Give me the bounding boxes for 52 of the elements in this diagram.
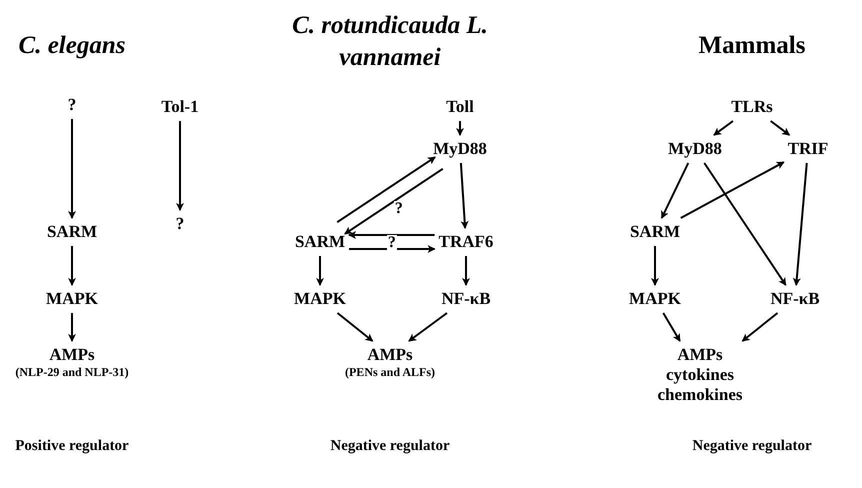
arrow (176, 121, 184, 211)
node-label: MAPK (46, 289, 98, 309)
node-label: MyD88 (668, 139, 722, 159)
arrow (336, 156, 436, 223)
node-label: ? (176, 214, 184, 234)
node-label: AMPs cytokines chemokines (656, 345, 744, 405)
arrow (680, 161, 785, 219)
arrow (316, 256, 324, 286)
arrow (792, 162, 808, 286)
arrow (651, 246, 659, 286)
node-subtitle: (NLP-29 and NLP-31) (15, 365, 129, 379)
panel-footer: Negative regulator (692, 435, 812, 458)
node-subtitle: (PENs and ALFs) (344, 365, 436, 379)
arrow (344, 168, 444, 235)
arrow (336, 312, 374, 342)
panel-title: C. rotundicauda L. vannamei (291, 11, 489, 73)
node-label: MyD88 (433, 139, 487, 159)
arrow (742, 312, 778, 342)
arrow (462, 256, 470, 286)
node-label: TLRs (731, 97, 773, 117)
node-label: ? (68, 95, 76, 115)
node-label: SARM (294, 232, 346, 252)
arrow (770, 120, 790, 136)
arrow (68, 119, 76, 219)
node-label: Toll (446, 97, 474, 117)
panel-title: Mammals (698, 31, 806, 61)
arrow (349, 245, 436, 253)
arrow (408, 312, 448, 342)
node-label: SARM (46, 222, 98, 242)
arrow (662, 312, 681, 342)
arrow (713, 120, 734, 136)
arrow (660, 162, 690, 219)
node-label: NF-κB (441, 289, 491, 309)
arrow (704, 162, 786, 286)
arrow (68, 313, 76, 342)
node-label: TRAF6 (438, 232, 494, 252)
edge-label: ? (386, 235, 397, 251)
node-label: AMPs (49, 345, 95, 365)
node-label: MAPK (629, 289, 681, 309)
arrow (460, 162, 469, 229)
node-label: Tol-1 (161, 97, 199, 117)
arrow (348, 231, 435, 239)
node-label: MAPK (294, 289, 346, 309)
panel-title: C. elegans (18, 31, 126, 61)
panel-footer: Negative regulator (330, 435, 450, 458)
arrow (456, 121, 464, 136)
node-label: AMPs (367, 345, 413, 365)
node-label: NF-κB (770, 289, 820, 309)
arrow (68, 246, 76, 286)
panel-footer: Positive regulator (15, 435, 129, 458)
node-label: TRIF (788, 139, 828, 159)
node-label: SARM (630, 222, 680, 242)
